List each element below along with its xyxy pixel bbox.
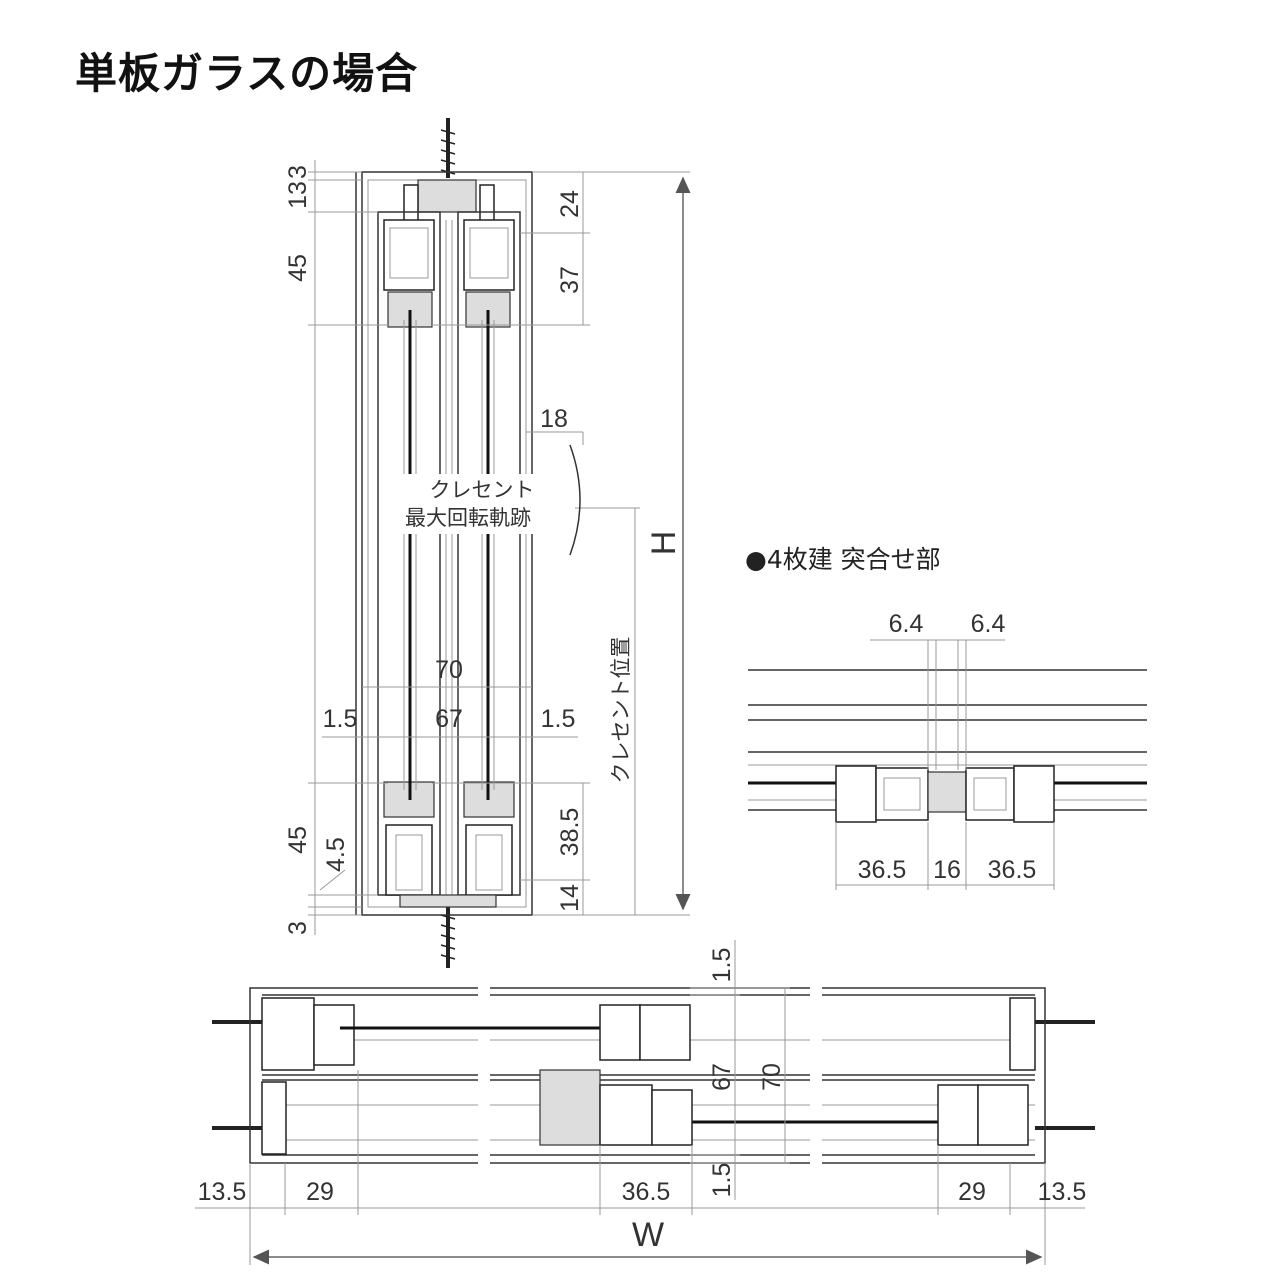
- crescent-label-bg: [385, 474, 535, 534]
- dim-angle-4-5: 4.5: [322, 837, 350, 872]
- dim-14: 14: [556, 884, 584, 912]
- dim-1-5-bottom: 1.5: [708, 1163, 736, 1198]
- dim-36-5-h: 36.5: [622, 1178, 671, 1206]
- dim-29-left: 29: [306, 1178, 334, 1206]
- vertical-section: 3 13 45 45 4.5 3 24 37 18 38.5 14 クレセント: [284, 118, 691, 968]
- dim-67: 67: [435, 705, 463, 733]
- dim-top-13: 13: [284, 181, 312, 209]
- dim-13-5-right: 13.5: [1038, 1178, 1087, 1206]
- crescent-label-line2: 最大回転軌跡: [405, 506, 531, 530]
- dim-18: 18: [540, 405, 568, 433]
- dim-38-5: 38.5: [556, 808, 584, 857]
- dim-67-h: 67: [708, 1063, 736, 1091]
- dim-top-3a: 3: [284, 165, 312, 179]
- dim-13-5-left: 13.5: [198, 1178, 247, 1206]
- dim-6-4-right: 6.4: [971, 610, 1006, 638]
- page-title: 単板ガラスの場合: [75, 49, 419, 98]
- dim-37: 37: [556, 266, 584, 294]
- dim-bottom-3: 3: [284, 921, 312, 935]
- crescent-position-label: クレセント位置: [609, 637, 633, 784]
- height-label: H: [645, 531, 683, 556]
- dim-29-right: 29: [958, 1178, 986, 1206]
- dim-24: 24: [556, 190, 584, 218]
- horizontal-section: 1.5 67 70 1.5 13.5 29 36.5 29 13.5 W: [195, 940, 1095, 1265]
- dim-1-5-top: 1.5: [708, 948, 736, 983]
- meeting-rail-detail: ●4枚建 突合せ部: [745, 545, 1147, 890]
- screw-icon: [440, 118, 456, 968]
- crescent-label-line1: クレセント: [430, 478, 535, 502]
- dim-70-h: 70: [758, 1063, 786, 1091]
- meeting-detail-heading: ●4枚建 突合せ部: [745, 545, 941, 574]
- dim-lower-45: 45: [284, 826, 312, 854]
- dim-16: 16: [933, 856, 961, 884]
- dim-1-5-left: 1.5: [323, 705, 358, 733]
- dim-1-5-right: 1.5: [541, 705, 576, 733]
- dim-36-5-left: 36.5: [858, 856, 907, 884]
- dim-36-5-right: 36.5: [988, 856, 1037, 884]
- dim-6-4-left: 6.4: [889, 610, 924, 638]
- dim-upper-45: 45: [284, 254, 312, 282]
- dim-70: 70: [435, 656, 463, 684]
- width-label: W: [632, 1216, 664, 1254]
